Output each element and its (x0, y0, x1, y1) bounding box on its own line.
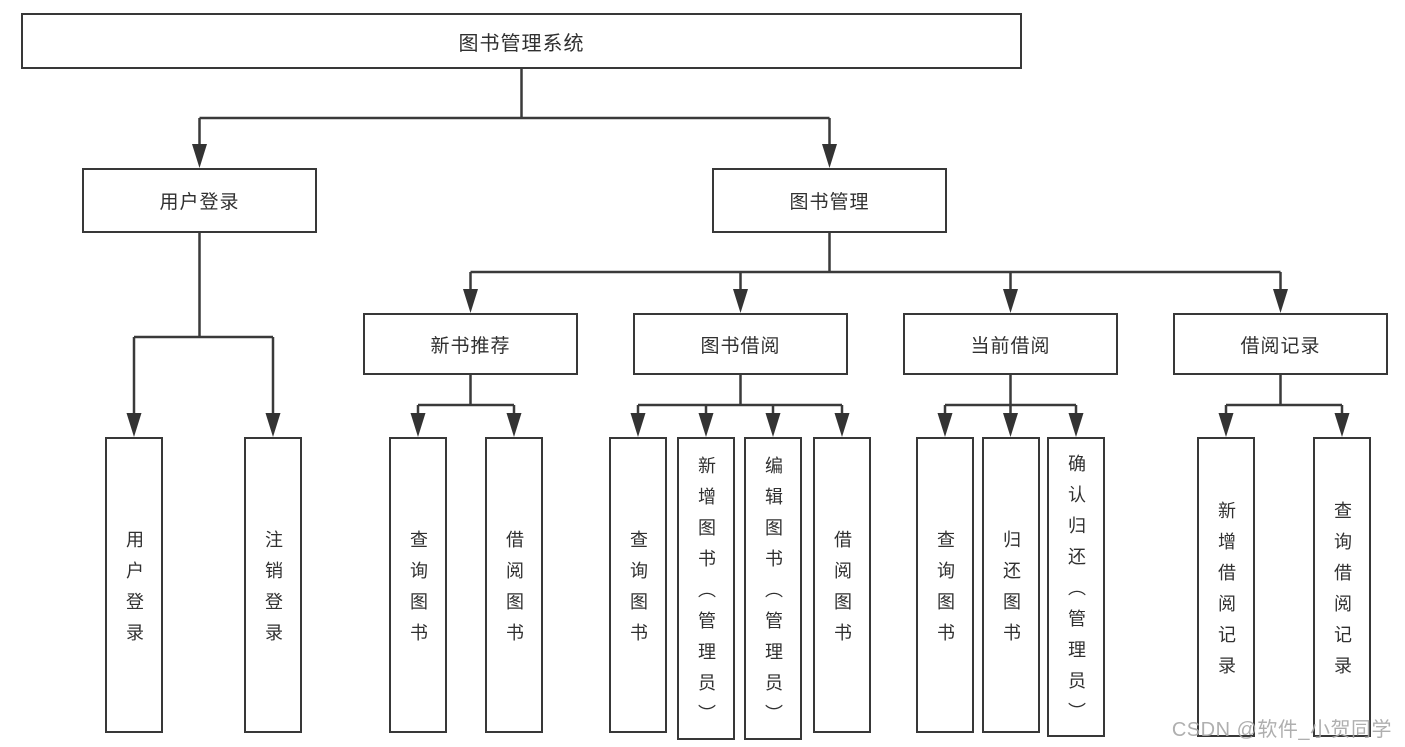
leaf-query-books-current: 查询图书 (916, 437, 974, 733)
node-new-book-recommend-label: 新书推荐 (430, 335, 511, 357)
leaf-user-login-label: 用户登录 (124, 529, 144, 654)
leaf-query-borrow-record-label: 查询借阅记录 (1332, 500, 1352, 687)
leaf-borrow-books-recommend-label: 借阅图书 (504, 529, 524, 654)
arrowhead (937, 413, 953, 437)
node-borrowing-records-label: 借阅记录 (1240, 335, 1321, 357)
leaf-add-borrow-record-label: 新增借阅记录 (1216, 500, 1236, 687)
arrowhead (698, 413, 714, 437)
arrowhead (1273, 289, 1288, 313)
arrowhead (1003, 413, 1018, 437)
leaf-confirm-return-admin: 确认归还（管理员） (1047, 437, 1105, 737)
leaf-add-books-admin-label: 新增图书（管理员） (696, 455, 716, 735)
leaf-query-books-borrow-label: 查询图书 (628, 529, 648, 654)
node-new-book-recommend: 新书推荐 (363, 313, 578, 375)
node-borrowing-records: 借阅记录 (1173, 313, 1388, 375)
leaf-query-borrow-record: 查询借阅记录 (1313, 437, 1371, 737)
arrowhead (410, 413, 426, 437)
node-book-management: 图书管理 (712, 168, 947, 233)
leaf-query-books-recommend: 查询图书 (389, 437, 447, 733)
leaf-edit-books-admin-label: 编辑图书（管理员） (763, 455, 783, 735)
leaf-query-books-current-label: 查询图书 (935, 529, 955, 654)
leaf-borrow-books-recommend: 借阅图书 (485, 437, 543, 733)
arrowhead (1003, 289, 1018, 313)
leaf-borrow-books: 借阅图书 (813, 437, 871, 733)
arrowhead (765, 413, 781, 437)
leaf-user-login: 用户登录 (105, 437, 163, 733)
node-user-login: 用户登录 (82, 168, 317, 233)
tree-edges (132, 69, 1344, 415)
node-current-borrowing-label: 当前借阅 (970, 335, 1051, 357)
leaf-confirm-return-admin-label: 确认归还（管理员） (1066, 454, 1086, 733)
arrowhead (1218, 413, 1234, 437)
csdn-watermark: CSDN @软件_小贺同学 (1171, 719, 1392, 741)
arrowhead (463, 289, 478, 313)
leaf-logout-label: 注销登录 (263, 529, 283, 654)
leaf-query-books-recommend-label: 查询图书 (408, 529, 428, 654)
arrowhead (1334, 413, 1350, 437)
arrowhead (192, 144, 207, 168)
node-current-borrowing: 当前借阅 (903, 313, 1118, 375)
arrowhead (506, 413, 522, 437)
node-root: 图书管理系统 (21, 13, 1022, 69)
node-book-borrowing-label: 图书借阅 (700, 335, 781, 357)
arrowhead (630, 413, 646, 437)
arrowhead (265, 413, 281, 437)
leaf-query-books-borrow: 查询图书 (609, 437, 667, 733)
leaf-return-books: 归还图书 (982, 437, 1040, 733)
leaf-logout: 注销登录 (244, 437, 302, 733)
arrowhead (822, 144, 837, 168)
leaf-return-books-label: 归还图书 (1001, 529, 1021, 654)
arrowhead (126, 413, 142, 437)
arrowhead (834, 413, 850, 437)
node-user-login-label: 用户登录 (159, 192, 240, 213)
node-book-management-label: 图书管理 (789, 192, 870, 213)
leaf-add-books-admin: 新增图书（管理员） (677, 437, 735, 740)
leaf-edit-books-admin: 编辑图书（管理员） (744, 437, 802, 740)
node-root-label: 图书管理系统 (458, 32, 585, 55)
leaf-borrow-books-label: 借阅图书 (832, 529, 852, 654)
node-book-borrowing: 图书借阅 (633, 313, 848, 375)
arrowhead (733, 289, 748, 313)
arrowhead (1068, 413, 1084, 437)
leaf-add-borrow-record: 新增借阅记录 (1197, 437, 1255, 737)
